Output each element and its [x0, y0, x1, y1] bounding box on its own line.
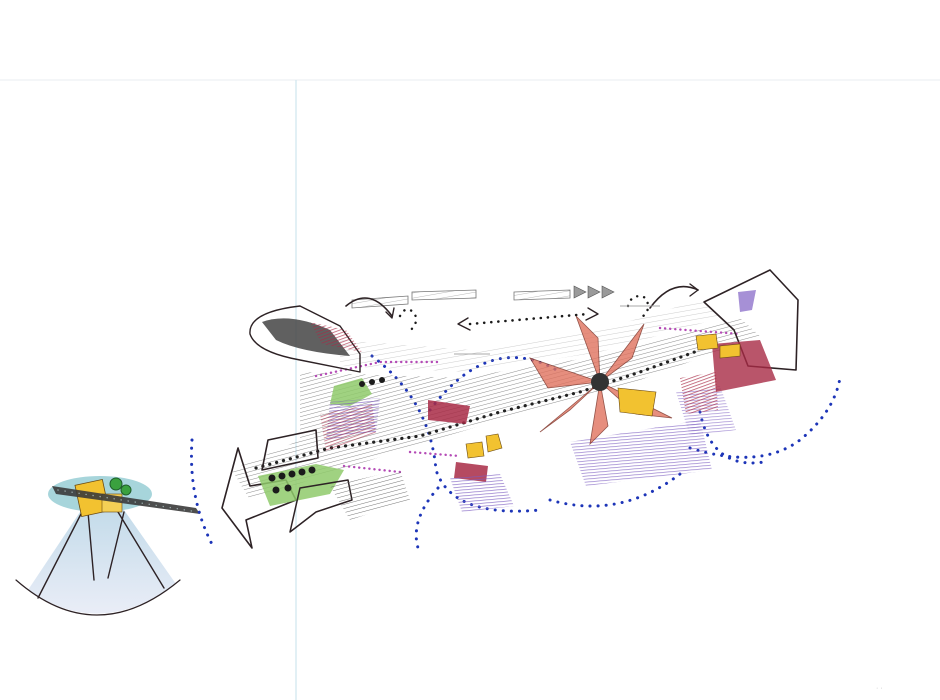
- yellow-block: [719, 343, 741, 359]
- corridor-hatch-band: [232, 318, 760, 500]
- tree-dot: [288, 470, 296, 478]
- tree-dot: [298, 468, 306, 476]
- left-arrow-blocks: [221, 377, 410, 549]
- pinwheel-blade: [539, 381, 601, 433]
- tree-dot: [308, 466, 316, 474]
- dotted-loop: [626, 295, 650, 320]
- tree-dot: [359, 381, 365, 387]
- tree-green-2: [120, 484, 132, 496]
- blue-arc-7: [698, 410, 766, 465]
- violet-block-2: [450, 474, 514, 512]
- shell-crimson-slab: [310, 322, 362, 352]
- curved-arrow-icon: [345, 297, 393, 317]
- cone-arc: [15, 579, 181, 616]
- cone-ink-lines: [37, 511, 165, 599]
- arrow-head-left: [457, 317, 471, 331]
- yellow-block-2: [465, 441, 485, 459]
- shell-structure: [249, 305, 362, 373]
- corner-mark: · ·: [876, 685, 883, 692]
- blue-arc-2: [414, 486, 440, 550]
- pier-island-group: [15, 476, 200, 616]
- pier-boardwalk-dots: [57, 489, 193, 512]
- grey-hatch-arrow-3: [513, 289, 571, 301]
- tree-dot: [284, 484, 292, 492]
- tree-dot: [272, 486, 280, 494]
- pinwheel-blade: [589, 381, 609, 446]
- grey-hatch-arrow: [351, 295, 409, 309]
- chevron: [573, 285, 587, 299]
- violet-sliver: [738, 290, 756, 312]
- pinwheel-blade: [575, 315, 601, 383]
- arrow-head-icon: [221, 447, 297, 549]
- crimson-block-2: [428, 400, 470, 424]
- curved-arrow-head: [689, 283, 699, 297]
- violet-block-3: [570, 420, 712, 486]
- chevron: [587, 285, 601, 299]
- movement-annotations: [345, 283, 699, 355]
- yellow-block: [485, 433, 503, 453]
- short-grey-stroke: [454, 305, 660, 355]
- pinwheel-icon: [529, 315, 673, 446]
- arrow-head-right: [585, 307, 599, 321]
- crimson-wedge-2: [680, 372, 718, 414]
- shell-outline: [249, 305, 361, 373]
- corridor-light-band: [340, 300, 720, 372]
- tree-dot: [278, 472, 286, 480]
- walkway-magenta-path: [314, 326, 742, 474]
- blue-arc-6: [688, 376, 842, 459]
- yellow-plaza: [617, 387, 657, 417]
- blue-arc-1: [190, 438, 216, 550]
- yellow-block: [695, 333, 719, 351]
- curved-arrow-icon: [649, 285, 699, 309]
- chevron: [601, 285, 615, 299]
- tree-dot: [379, 377, 385, 383]
- dark-grey-block: [330, 470, 410, 520]
- tree-dot: [369, 379, 375, 385]
- arrow-head-icon: [261, 429, 319, 471]
- tree-row: [268, 377, 385, 494]
- black-dotted-double-arrow: [468, 312, 590, 326]
- pinwheel-blade: [599, 323, 645, 383]
- curved-arrow-head: [385, 307, 395, 319]
- right-arrow-blocks: [680, 269, 799, 414]
- pinwheel-blade: [529, 357, 601, 389]
- arrow-head-icon: [289, 479, 353, 533]
- crimson-block: [320, 404, 376, 452]
- pinwheel-hub: [591, 373, 609, 391]
- dotted-loop: [398, 308, 418, 334]
- lavender-cone: [28, 510, 176, 614]
- chevron-arrows-icon: [573, 285, 615, 299]
- shell-dark-fill: [262, 318, 350, 356]
- tree-green: [109, 477, 123, 491]
- arrow-head-icon: [703, 269, 799, 371]
- tree-dot: [268, 474, 276, 482]
- blue-arc-5: [548, 472, 682, 508]
- grey-hatch-arrow-2: [411, 289, 477, 301]
